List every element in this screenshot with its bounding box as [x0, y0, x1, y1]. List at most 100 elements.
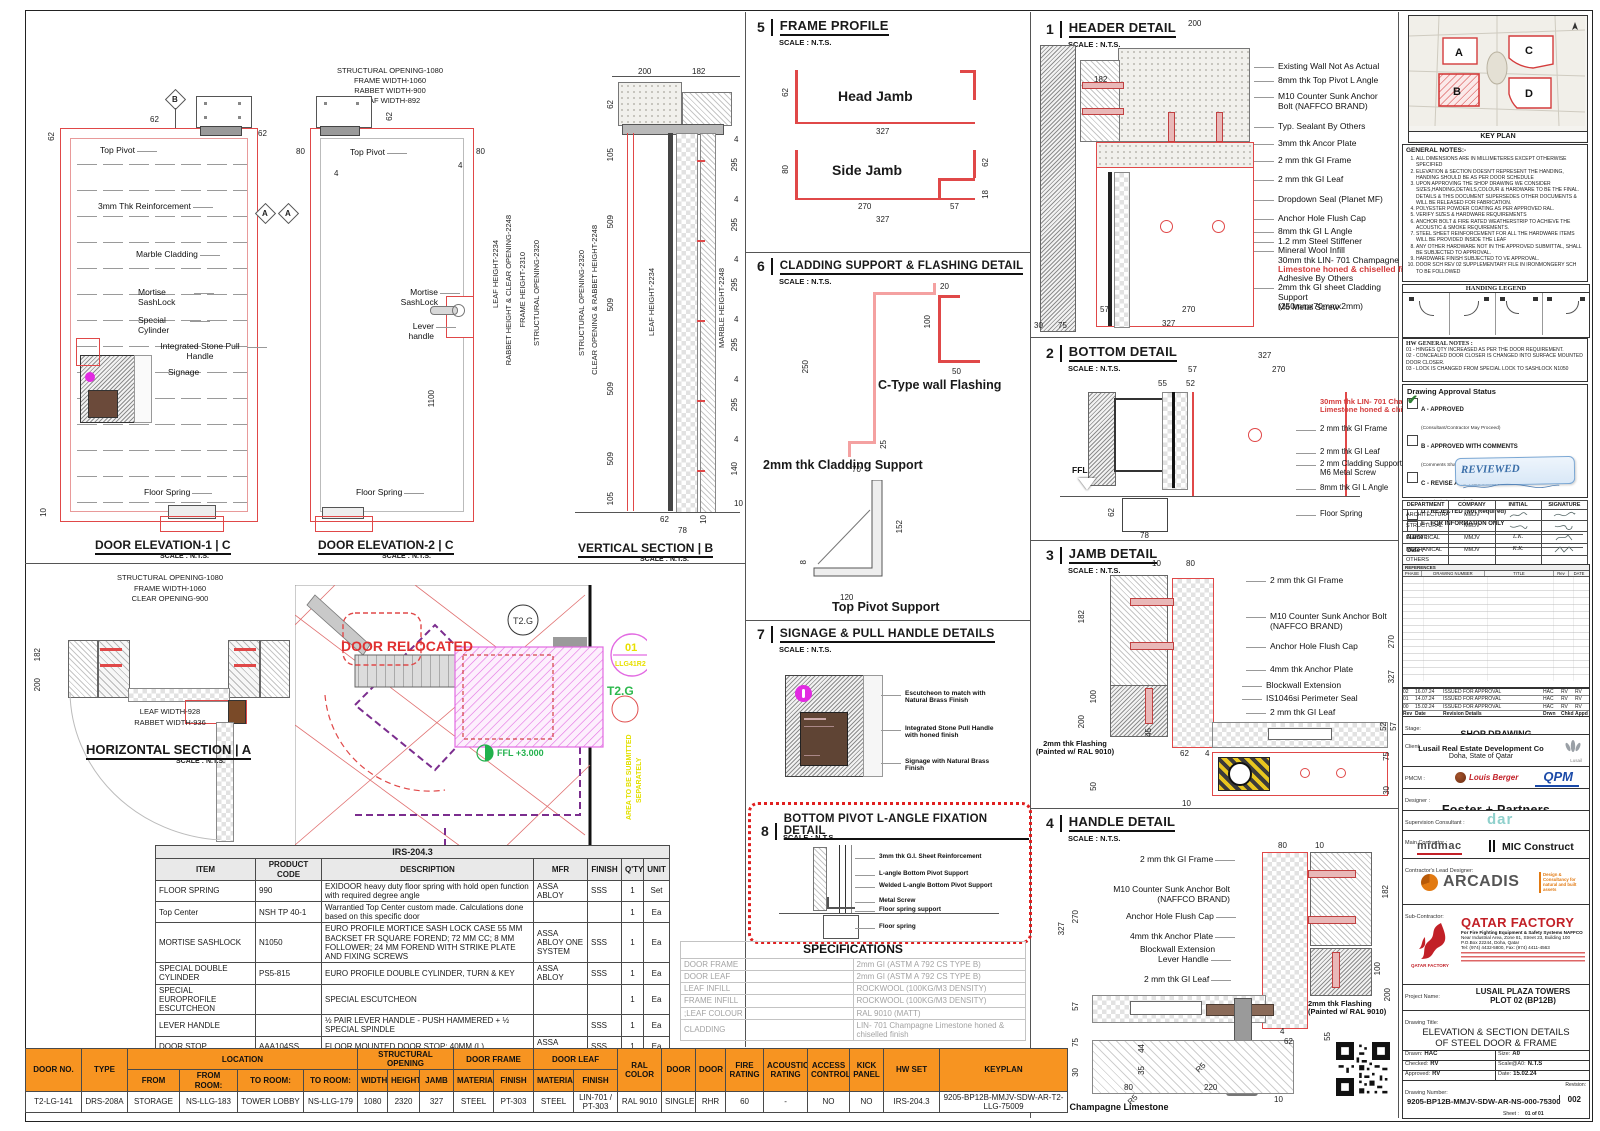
- dim: 70: [852, 465, 861, 474]
- approval-option-a: ✔ A - APPROVED(Consultant/Contractor May…: [1407, 392, 1583, 434]
- qpm-underline: [1535, 785, 1579, 787]
- note-item: ELEVATION & SECTION DOESN'T REPRESENT TH…: [1416, 169, 1584, 182]
- wall-block-left: [68, 640, 98, 698]
- dim: 52: [1379, 722, 1388, 731]
- d2-label: Floor Spring: [1295, 509, 1363, 518]
- bubble-number: 01: [625, 642, 637, 654]
- section-number: 6: [757, 258, 773, 275]
- dim: 200: [1077, 715, 1086, 729]
- irs-header: UNIT: [642, 858, 671, 881]
- dim: 105: [606, 148, 615, 162]
- irs-cell: SPECIAL EUROPROFILE ESCUTCHEON: [155, 983, 256, 1016]
- dim: 80: [1278, 841, 1287, 850]
- dim-structural-opening: STRUCTURAL OPENING-2320: [577, 250, 586, 356]
- dim: 10: [734, 499, 743, 508]
- qatar-factory-name: QATAR FACTORY: [1461, 915, 1575, 930]
- sched-subheader: MATERIAL: [533, 1069, 575, 1092]
- qatar-factory-flame-icon: [1419, 923, 1446, 959]
- dept-cell: MECHANICAL: [1401, 543, 1450, 557]
- drawing-title: DOOR ELEVATION-1 | C: [95, 538, 231, 555]
- sched-cell: 9205-BP12B-MMJV-SDW-AR-T2-LLG-75009: [939, 1090, 1069, 1114]
- open-leaf: [216, 722, 234, 842]
- dim: 30: [1034, 321, 1043, 330]
- drawing-scale: SCALE : N.T.S.: [382, 553, 432, 560]
- anchor-bolt-v: [1168, 112, 1175, 142]
- drawn-label: Drawn:: [1405, 1051, 1423, 1057]
- label-marble: Marble Cladding: [136, 249, 220, 259]
- top-pivot-plate: [316, 96, 372, 128]
- dept-header: SIGNATURE: [1540, 499, 1589, 511]
- irs-cell: ASSA ABLOY: [533, 879, 588, 903]
- head-jamb-profile: [795, 70, 975, 124]
- supervision-label: Supervision Consultant :: [1405, 820, 1465, 826]
- anchor-bolt: [1308, 916, 1356, 924]
- d1-label: 1.2 mm Steel Stiffener: [1254, 236, 1362, 246]
- dim: 509: [606, 452, 615, 466]
- section-8-cloud: 8 BOTTOM PIVOT L-ANGLE FIXATION DETAIL S…: [748, 802, 1032, 944]
- handing-legend: HANDING LEGEND: [1402, 284, 1590, 338]
- divider: [1030, 808, 1398, 809]
- divider: [745, 620, 1030, 621]
- divider: [1030, 12, 1031, 1118]
- sched-cell: 60: [725, 1090, 765, 1114]
- hw-general-notes: HW GENERAL NOTES : 01 - HINGES QTY INCRE…: [1402, 338, 1588, 382]
- dim-structural-opening: STRUCTURAL OPENING-1080: [337, 66, 443, 75]
- spec-val: 2mm GI (ASTM A 792 CS TYPE B): [852, 957, 1026, 971]
- signature-cell: [1540, 543, 1589, 557]
- irs-cell: ASSA ABLOY ONE SYSTEM: [533, 922, 588, 964]
- dept-cell: MMJV: [1448, 509, 1496, 522]
- spec-key: FRAME INFILL: [680, 994, 854, 1008]
- sched-subheader: TO ROOM:: [303, 1069, 358, 1092]
- anchor-bolt: [1082, 108, 1124, 115]
- d4-label: 4mm thk Anchor Plate: [1130, 931, 1236, 941]
- top-pivot-support-profile: [813, 480, 883, 577]
- d2-label: 2 mm thk GI Frame: [1295, 424, 1388, 433]
- label-reinforcement: 3mm Thk Reinforcement: [98, 201, 213, 211]
- d4-label: M10 Counter Sunk Anchor Bolt (NAFFCO BRA…: [1113, 884, 1230, 904]
- d1-label: M6 Metal Screw: [1278, 302, 1339, 312]
- floor-spring-body: [823, 915, 859, 939]
- flashing-label: C-Type wall Flashing: [878, 378, 1002, 392]
- label-welded-l-angle: Welded L-angle Bottom Pivot Support: [854, 882, 993, 889]
- escutcheon-dot: [85, 372, 95, 382]
- dept-cell: ARCHITECTURAL: [1401, 509, 1450, 522]
- drawing-scale: SCALE : N.T.S.: [640, 556, 690, 563]
- side-jamb-profile: [795, 150, 975, 200]
- dim: 270: [858, 202, 872, 211]
- note-item: ANY OTHER HARDWARE NOT IN THE APPROVED S…: [1416, 244, 1584, 257]
- rev-cell: ISSUED FOR APPROVAL: [1443, 689, 1502, 695]
- arcadis-icon: [1421, 874, 1438, 891]
- ref-header: PHASE: [1403, 571, 1422, 576]
- divider: [1030, 337, 1398, 338]
- dim: 327: [1162, 319, 1176, 328]
- sub-label: Sub-Contractor:: [1405, 914, 1444, 920]
- dim-rabbet-height: RABBET HEIGHT & CLEAR OPENING-2248: [504, 215, 513, 366]
- sched-cell: LIN-701 / PT-303: [573, 1090, 619, 1114]
- section-number: 3: [1046, 547, 1062, 564]
- floor-spring-box: [315, 516, 373, 532]
- note-item: ANCHOR BOLT & FIRE RATED WEATHERSTRIP TO…: [1416, 219, 1584, 232]
- signage-plate: [88, 390, 118, 418]
- gi-frame: [1096, 166, 1254, 327]
- dim: 327: [1258, 351, 1272, 360]
- section-scale: SCALE : N.T.S.: [783, 833, 836, 842]
- main-contractor-box: Main Contractor : midmac MIC Construct: [1402, 830, 1590, 860]
- sched-group: DOOR LEAF: [533, 1047, 619, 1071]
- dim: 270: [1387, 635, 1396, 649]
- divider: [1030, 540, 1398, 541]
- section-number: 7: [757, 626, 773, 643]
- dim: 57: [1100, 305, 1109, 314]
- dim: 327: [1057, 922, 1066, 936]
- dim: 270: [1071, 910, 1080, 924]
- sheet-border: [25, 10, 1593, 1122]
- key-plan-view: DOOR RELOCATED T2.G FFL +3.000 01 LLG41R…: [295, 585, 647, 857]
- cladding-label: 2mm thk Cladding Support: [763, 458, 923, 472]
- sched-subheader: FROM ROOM:: [179, 1069, 238, 1092]
- references-table: REFERENCES PHASE DRAWING NUMBER TITLE Re…: [1402, 564, 1590, 688]
- label-mortise: Mortise SashLock: [382, 287, 460, 307]
- hw-note: 03 - LOCK IS CHANGED FROM SPECIAL LOCK T…: [1406, 365, 1569, 372]
- hw-note: 02 - CONCEALED DOOR CLOSER IS CHANGED IN…: [1406, 353, 1583, 366]
- sched-cell: TOWER LOBBY: [237, 1090, 304, 1114]
- area-note: AREA TO BE SUBMITTED SEPARATELY: [626, 734, 643, 820]
